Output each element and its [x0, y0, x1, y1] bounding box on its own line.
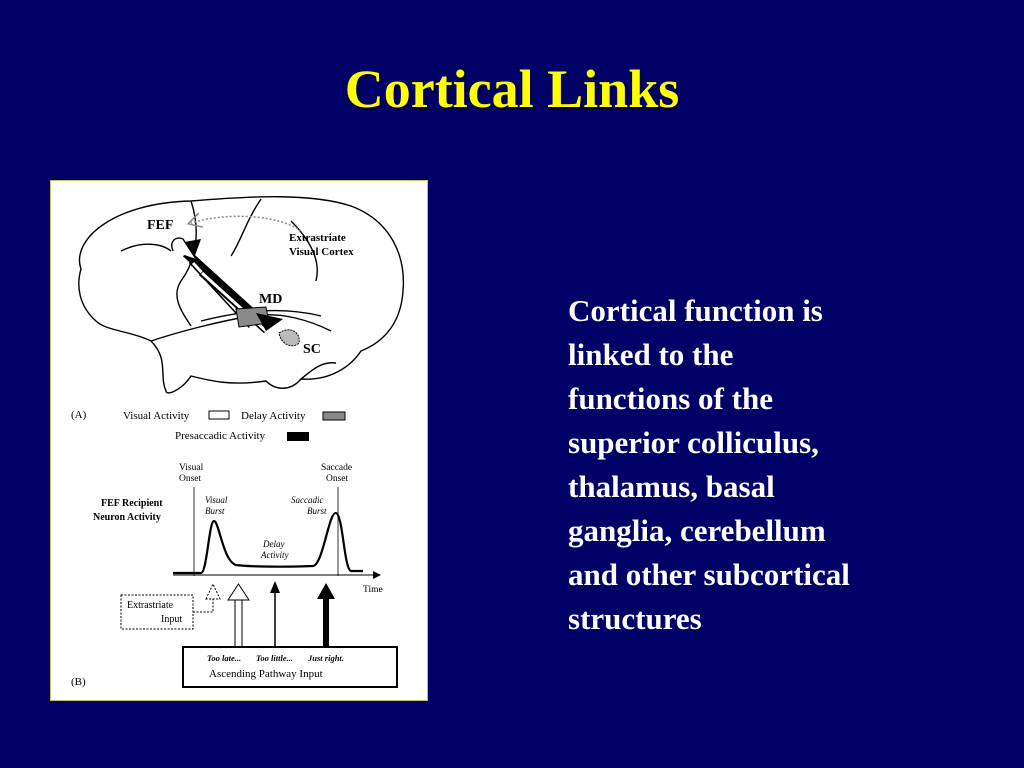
body-line: linked to the: [568, 337, 734, 372]
legend-delay-label: Delay Activity: [241, 410, 306, 422]
body-line: Cortical function is: [568, 293, 823, 328]
visual-onset-label-2: Onset: [179, 474, 202, 484]
panel-b-label: (B): [71, 676, 86, 688]
neuron-label-1: FEF Recipient: [101, 498, 163, 509]
sc-region: [278, 329, 300, 347]
sc-label: SC: [303, 342, 321, 357]
extrastriate-input-arrowhead: [205, 582, 221, 600]
legend-visual-swatch: [208, 410, 230, 420]
delay-activity-label-2: Activity: [260, 550, 288, 560]
slide-title: Cortical Links: [344, 59, 680, 119]
md-label: MD: [259, 292, 282, 307]
body-line: ganglia, cerebellum: [568, 513, 826, 548]
visual-cortex-label: Visual Cortex: [289, 246, 354, 258]
visual-onset-label-1: Visual: [179, 463, 204, 473]
body-line: thalamus, basal: [568, 469, 775, 504]
saccadic-burst-label-2: Burst: [307, 506, 327, 516]
visual-burst-label-1: Visual: [205, 495, 228, 505]
neuron-label-2: Neuron Activity: [93, 512, 161, 523]
extrastriate-input-label-1: Extrastriate: [127, 600, 174, 611]
neuron-activity-trace: [173, 511, 363, 575]
extrastriate-to-fef-arrow: [191, 216, 302, 232]
body-line: structures: [568, 601, 702, 636]
legend-visual-label: Visual Activity: [123, 410, 190, 422]
saccade-onset-label-1: Saccade: [321, 463, 352, 473]
slide-body-text: Cortical function is linked to the funct…: [568, 289, 988, 641]
ascending-input-label: Ascending Pathway Input: [209, 668, 323, 680]
neural-pathway-figure: FEF Extrastriate Visual Cortex MD SC (A)…: [50, 180, 428, 701]
extrastriate-input-label-2: Input: [161, 614, 182, 625]
legend-presaccadic-label: Presaccadic Activity: [175, 430, 266, 442]
delay-activity-label-1: Delay: [262, 539, 285, 549]
too-little-label: Too little...: [256, 653, 293, 663]
body-line: superior colliculus,: [568, 425, 819, 460]
panel-a-label: (A): [71, 409, 87, 421]
extrastriate-label: Extrastriate: [289, 232, 346, 244]
too-late-label: Too late...: [207, 653, 241, 663]
figure-drawing: FEF Extrastriate Visual Cortex MD SC (A)…: [71, 196, 405, 688]
extrastriate-input-box: [120, 594, 194, 630]
md-presaccadic-arrowhead: [256, 313, 283, 331]
just-right-label: Just right.: [307, 653, 344, 663]
time-label: Time: [363, 585, 383, 595]
saccadic-burst-label-1: Saccadic: [291, 495, 323, 505]
legend-presaccadic-swatch: [287, 432, 309, 441]
fef-label: FEF: [147, 218, 173, 233]
visual-burst-label-2: Burst: [205, 506, 225, 516]
ascending-pathway-box: [182, 646, 398, 688]
legend-delay-swatch: [322, 411, 346, 421]
saccade-onset-label-2: Onset: [326, 474, 349, 484]
ascending-arrows: [227, 581, 335, 648]
body-line: functions of the: [568, 381, 773, 416]
brain-outline: [78, 196, 405, 394]
body-line: and other subcortical: [568, 557, 850, 592]
